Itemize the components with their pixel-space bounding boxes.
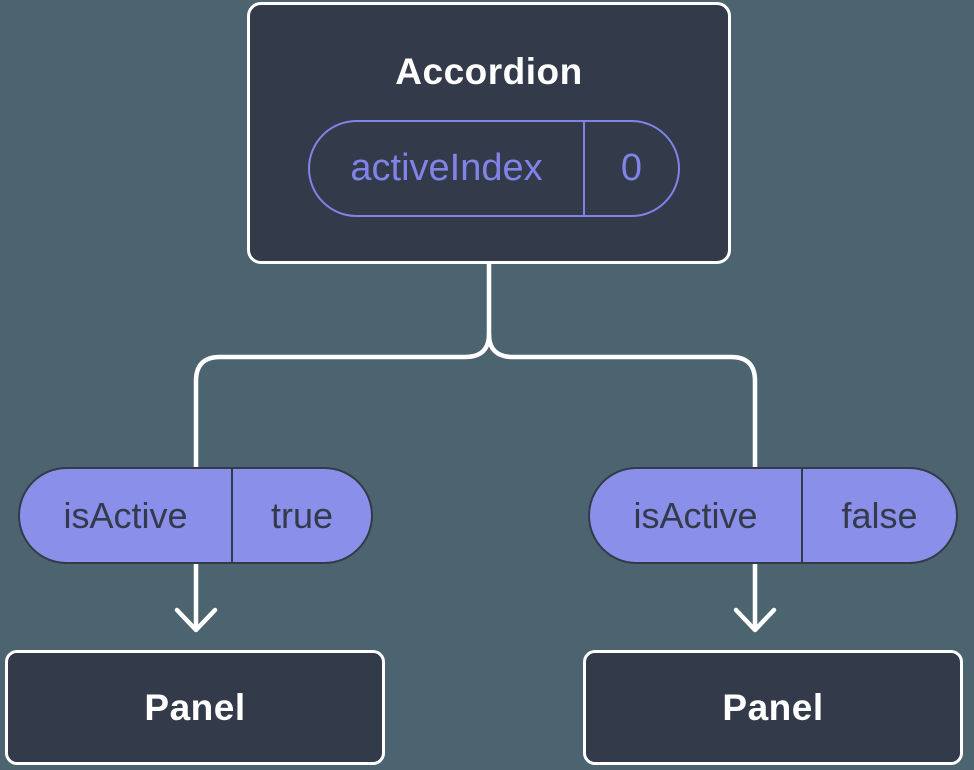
root-to-right-branch-line — [486, 333, 758, 468]
state-value-label: false — [801, 469, 956, 562]
state-name-label: isActive — [633, 494, 758, 536]
state-value-label: true — [231, 469, 371, 562]
right-arrowhead-icon — [733, 607, 777, 633]
panel-node-left: Panel — [5, 650, 385, 765]
panel-node-label: Panel — [722, 686, 824, 728]
state-name-label: isActive — [63, 494, 188, 536]
accordion-node: Accordion activeIndex 0 — [247, 2, 731, 264]
active-index-prop-pill: activeIndex 0 — [308, 120, 680, 217]
prop-value-label: 0 — [583, 122, 678, 215]
root-to-left-branch-line — [193, 264, 492, 468]
accordion-node-title: Accordion — [395, 51, 583, 92]
panel-node-label: Panel — [144, 686, 246, 728]
is-active-pill-right: isActive false — [588, 467, 958, 564]
left-arrowhead-icon — [174, 607, 218, 633]
prop-name-label: activeIndex — [350, 147, 543, 189]
panel-node-right: Panel — [583, 650, 963, 765]
is-active-pill-left: isActive true — [18, 467, 373, 564]
